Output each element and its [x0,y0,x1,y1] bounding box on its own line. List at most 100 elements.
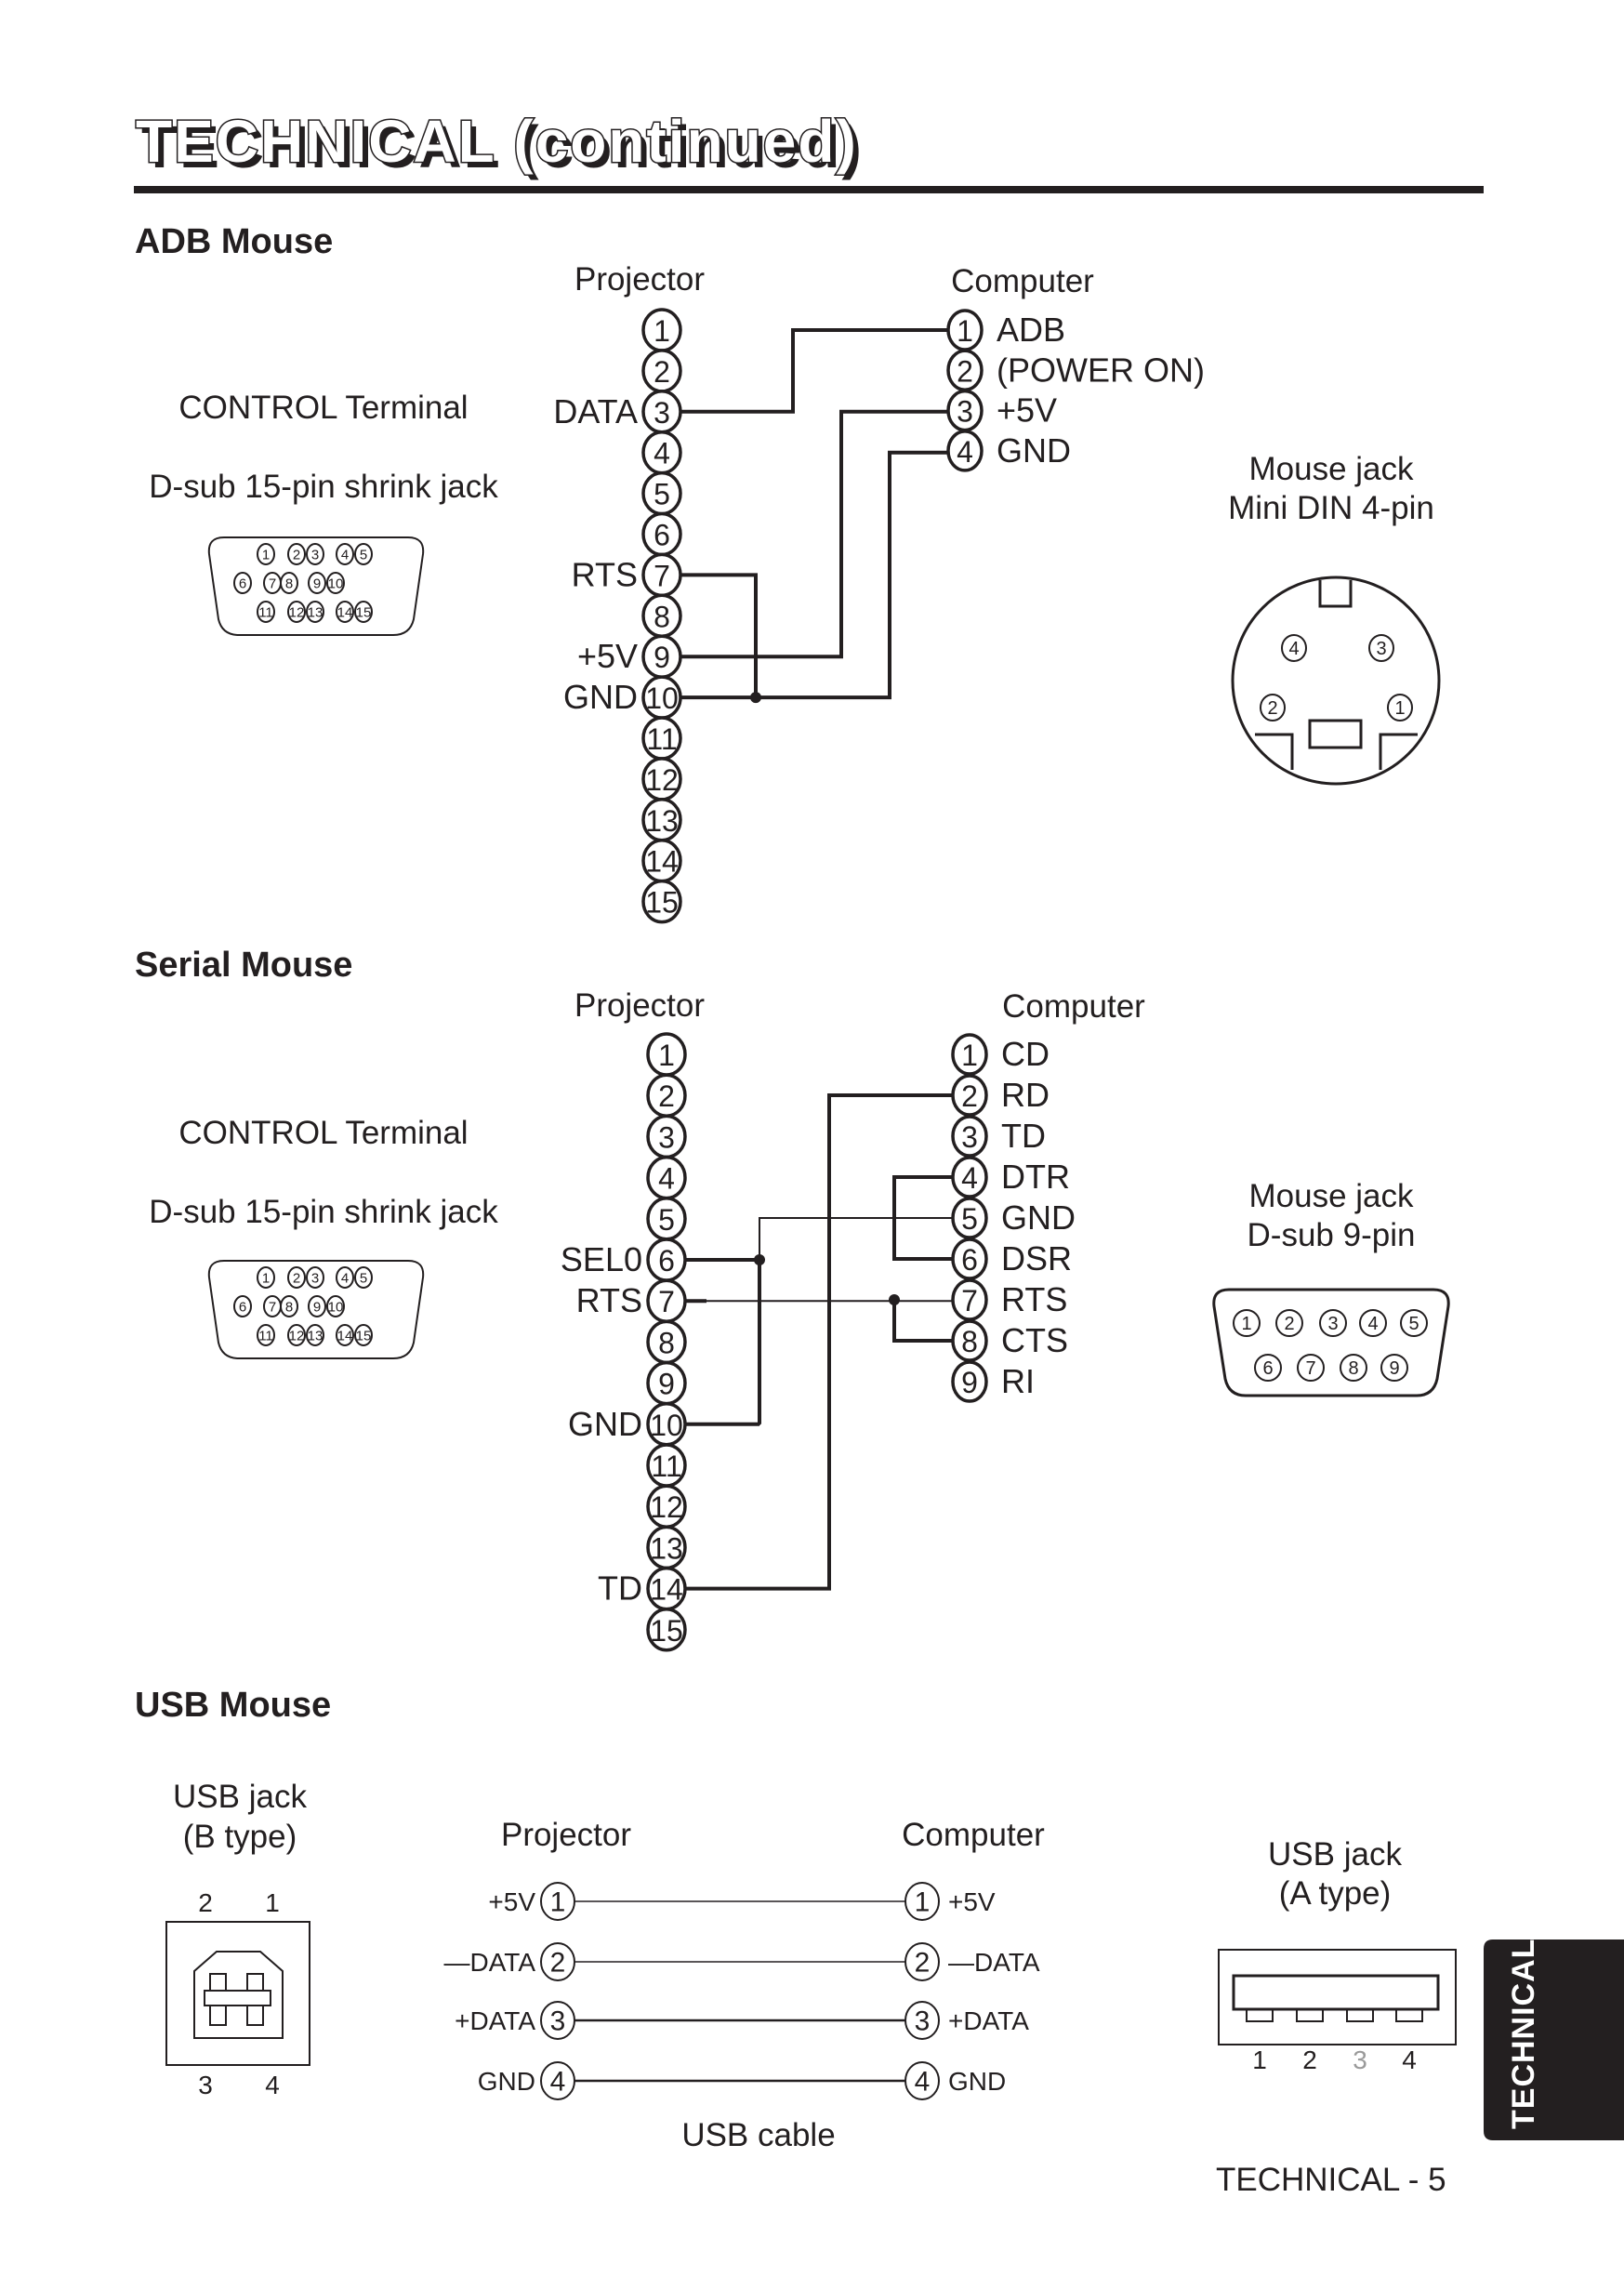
dsub15-pin: 9 [308,572,326,594]
projector-pin-label: GND [568,1405,642,1443]
pin-number: 14 [337,605,353,621]
adb-heading: ADB Mouse [135,222,333,261]
projector-pin: 15 [641,879,682,924]
projector-pin: 5 [646,1197,687,1241]
pin-number: 2 [293,548,300,563]
pin-circle [306,601,324,623]
dsub15-pin: 13 [306,601,324,623]
pin-circle [287,1266,306,1289]
pin-number: 14 [337,1329,353,1344]
usb-a-contact [1296,2008,1324,2022]
projector-pin: 10 [646,1402,687,1447]
usb-computer-pin: 4 [904,2061,940,2100]
pin-number: 3 [1327,1314,1338,1334]
usb-b-label-2: (B type) [183,1819,297,1855]
adb-jack-label-1: Mouse jack [1248,451,1414,487]
pin-circle [904,1882,940,1921]
computer-pin: 9 [951,1360,988,1403]
projector-pin: 9 [641,634,682,679]
pin-number: 2 [915,1948,931,1979]
pin-number: 7 [1305,1358,1315,1379]
pin-circle [951,1278,988,1321]
serial-jack-label-1: Mouse jack [1248,1178,1414,1214]
pin-number: 15 [356,605,372,621]
pin-circle [1340,1354,1367,1382]
junction-dot [889,1294,900,1305]
dsub15-shell [207,1260,425,1359]
projector-pin: 11 [641,716,682,761]
pin-circle [336,1266,354,1289]
adb-wiring [679,328,948,704]
pin-number: 3 [961,1120,978,1154]
pin-number: 14 [645,845,679,879]
projector-pin-label: RTS [576,1281,642,1319]
pin-number: 15 [650,1614,683,1648]
projector-pin-label: RTS [572,555,638,593]
pin-number: 7 [654,559,670,592]
computer-pin-label: DTR [1001,1158,1070,1196]
title-rule [134,186,1484,193]
serial-terminal-label: CONTROL Terminal [178,1115,468,1151]
pin-number: 8 [654,600,670,633]
section-side-tab[interactable]: TECHNICAL [1484,1939,1624,2140]
pin-circle [336,601,354,623]
pin-circle [951,1156,988,1198]
pin-number: 1 [550,1887,566,1918]
wire-rts-cts-loop [892,1300,953,1343]
usb-a-label-2: (A type) [1279,1875,1392,1912]
usb-b-pin-label: 3 [198,2071,213,2099]
usb-projector-pin-label: —DATA [443,1948,535,1977]
dsub15-pin: 5 [354,1266,373,1289]
usb-b-label-1: USB jack [173,1779,307,1815]
pin-circle [1254,1354,1282,1382]
pin-number: 8 [1348,1358,1358,1379]
dsub9-pin: 5 [1400,1309,1428,1337]
dsub15-pin: 5 [354,543,373,565]
pin-circle [946,430,984,472]
usb-computer-pin: 2 [904,1942,940,1981]
dsub9-pin: 3 [1319,1309,1347,1337]
dsub15-pin: 1 [257,543,275,565]
pin-number: 2 [293,1271,300,1287]
pin-number: 4 [654,437,670,470]
pin-circle [951,1360,988,1403]
dsub15-pin: 6 [233,572,252,594]
mini-din-body [1231,576,1441,786]
pin-circle [1297,1354,1325,1382]
pin-number: 13 [645,804,679,838]
projector-pin-label: +5V [577,637,638,675]
usb-a-outer [1218,1949,1457,2045]
usb-b-pin-label: 2 [198,1888,213,1917]
dsub15-pin: 14 [336,1324,354,1346]
side-tab-label: TECHNICAL [1506,1939,1541,2129]
pin-number: 5 [658,1203,675,1237]
pin-number: 5 [360,1271,367,1287]
pin-circle [904,1942,940,1981]
pin-number: 9 [658,1368,675,1401]
pin-number: 10 [645,682,679,715]
usb-a-contact [1346,2008,1374,2022]
usb-a-contact [1246,2008,1274,2022]
pin-number: 4 [550,2067,566,2098]
pin-circle [1281,634,1307,662]
pin-circle [280,1295,298,1317]
pin-circle [336,1324,354,1346]
pin-circle [540,2061,575,2100]
mini-din-center-key [1308,719,1363,749]
pin-circle [1400,1309,1428,1337]
dsub15-pin: 15 [354,601,373,623]
pin-number: 8 [285,576,293,592]
dsub15-shell [207,536,425,636]
projector-pin-label: DATA [553,392,638,430]
usb-b-outer [165,1921,310,2066]
pin-circle [354,1266,373,1289]
pin-number: 9 [961,1366,978,1399]
pin-number: 1 [262,548,270,563]
computer-pin-label: TD [1001,1117,1046,1155]
pin-number: 11 [258,605,273,621]
projector-pin: 12 [641,757,682,801]
